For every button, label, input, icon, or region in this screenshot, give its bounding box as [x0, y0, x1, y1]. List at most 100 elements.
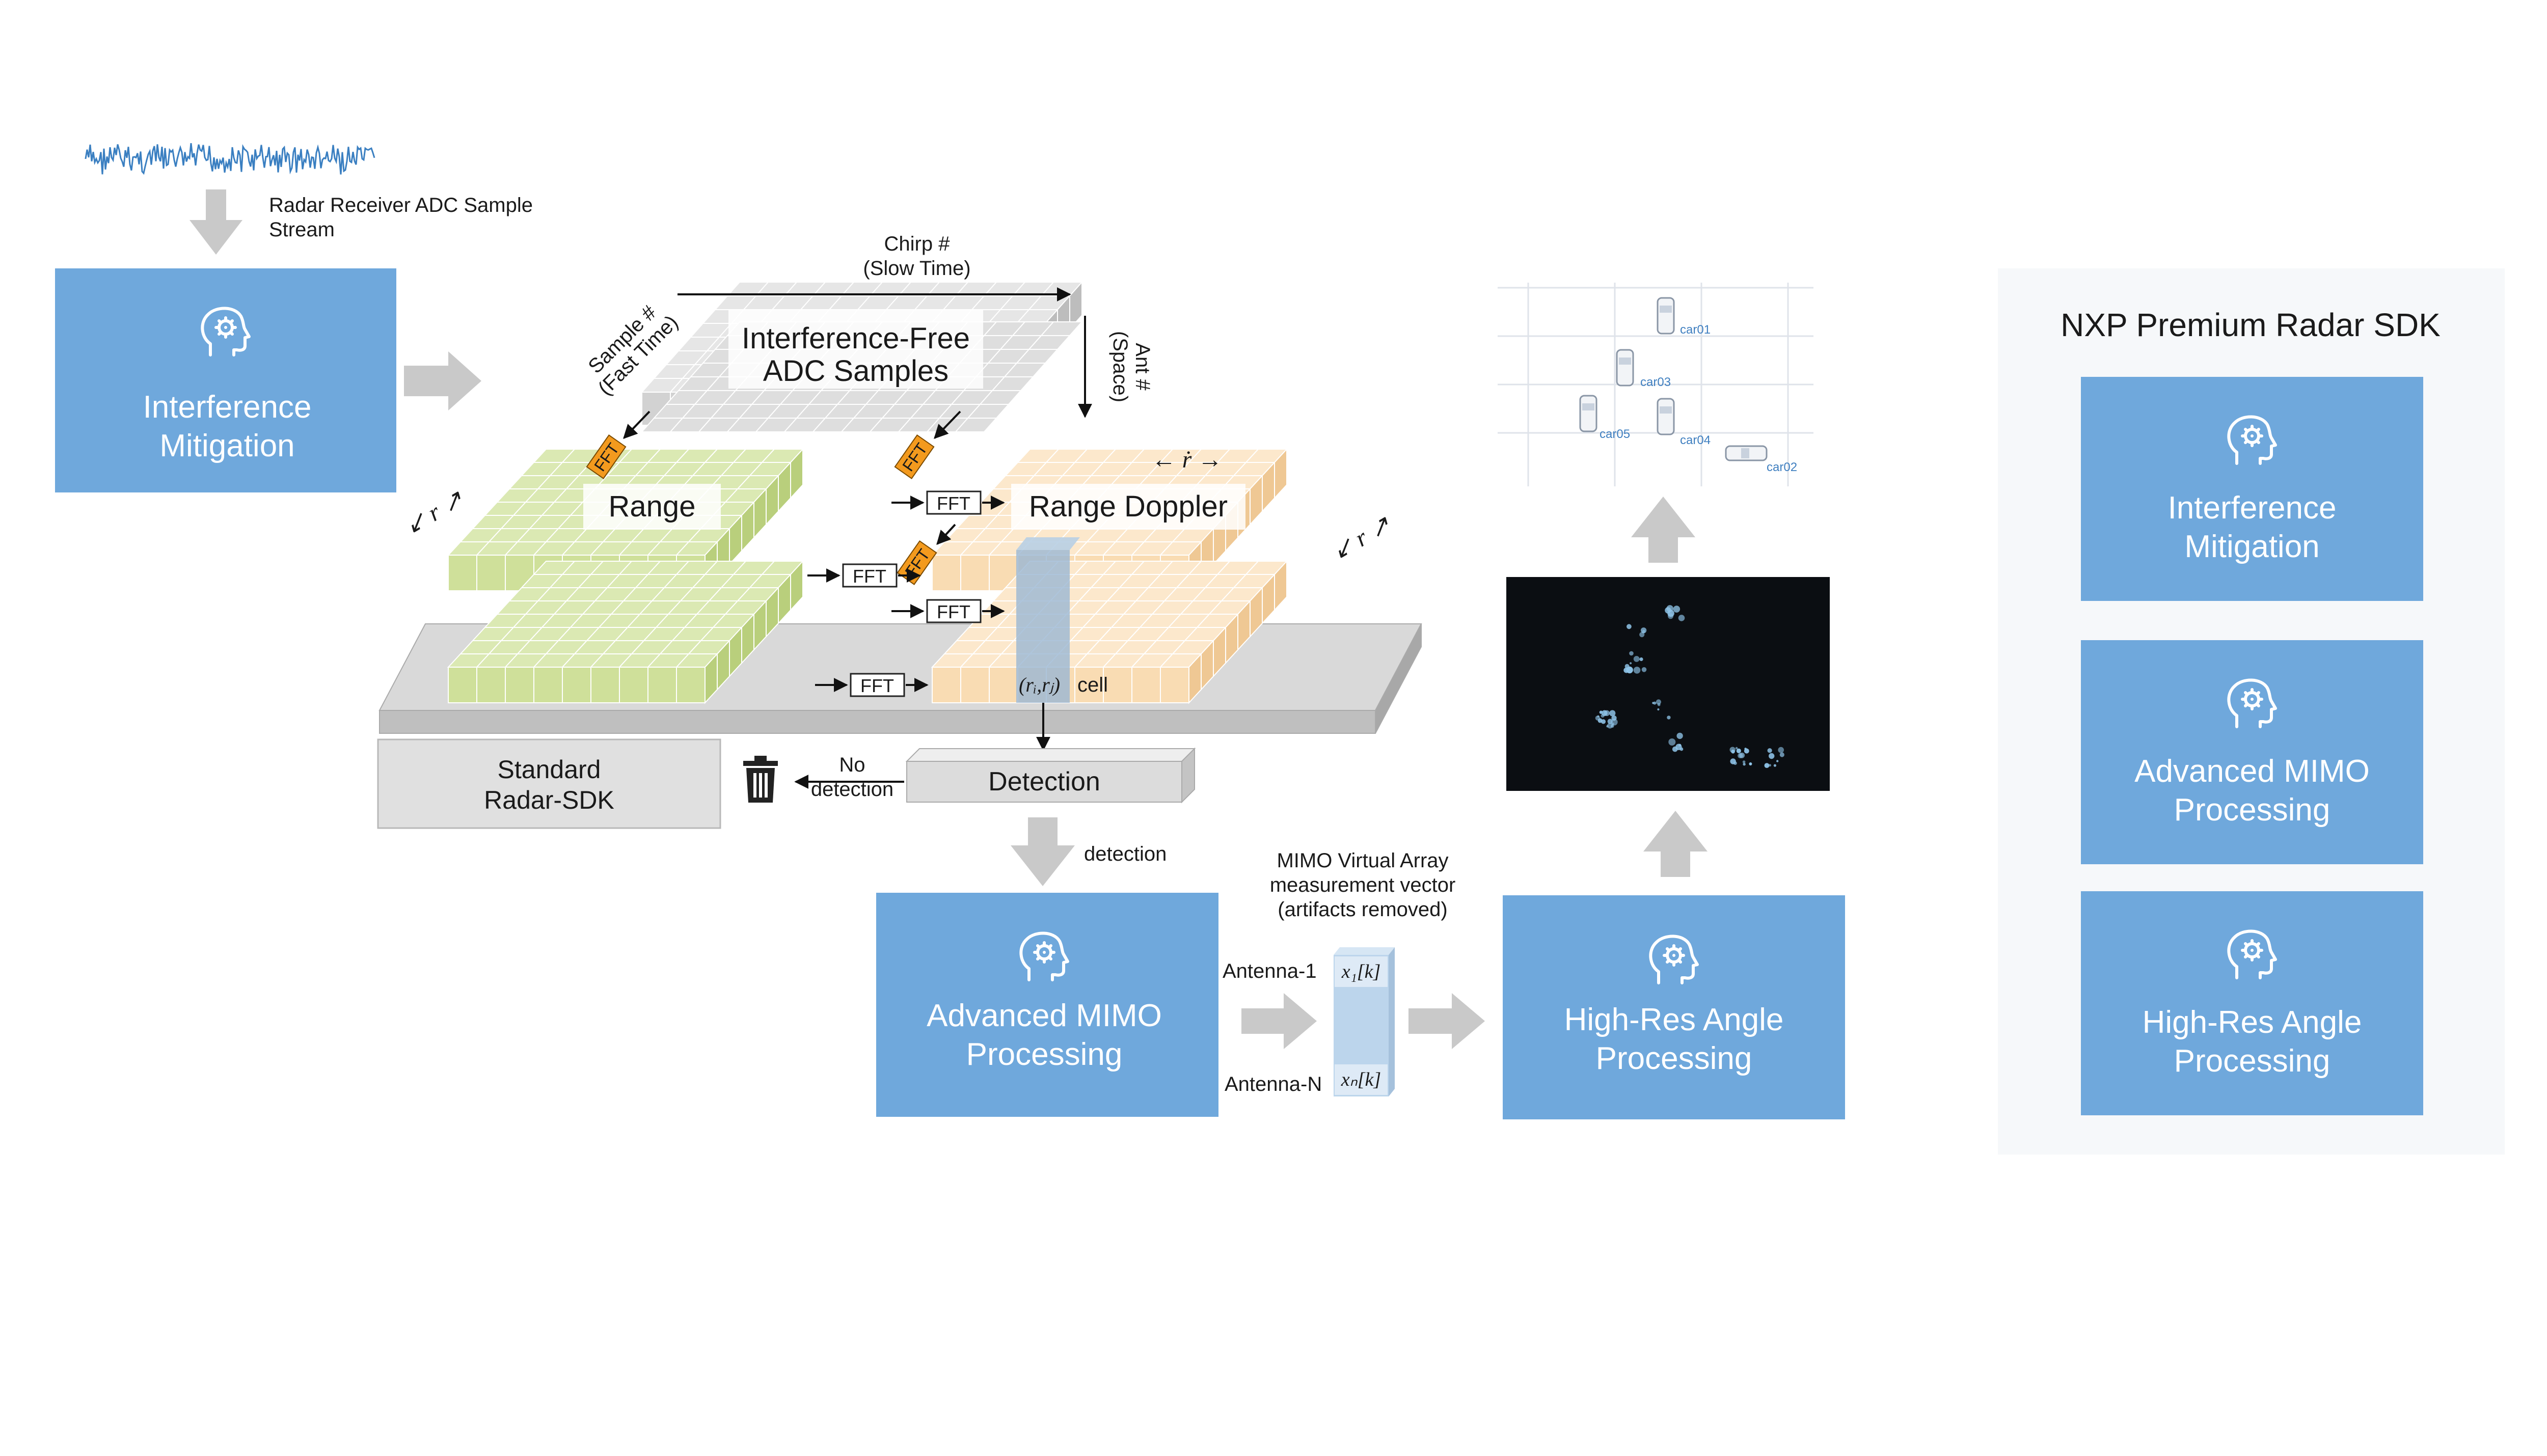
- cloud-point: [1627, 624, 1632, 629]
- detection-label: Detection: [988, 767, 1100, 796]
- cloud-point: [1735, 747, 1738, 750]
- chirp-label: Chirp #: [884, 233, 951, 255]
- car-label: car02: [1767, 460, 1797, 474]
- xn-label: xₙ[k]: [1341, 1069, 1381, 1090]
- detection-flow-label: detection: [1084, 843, 1167, 865]
- detection-down-arrow: [1011, 817, 1075, 886]
- angle-up-arrow: [1643, 811, 1708, 877]
- point-cloud-panel: [1506, 577, 1830, 791]
- vector-to-angle-arrow: [1408, 993, 1485, 1049]
- arrow-to-cube: [404, 351, 481, 410]
- x1-label: x₁[k]: [1341, 961, 1381, 982]
- car-label: car01: [1680, 323, 1711, 337]
- cloud-point: [1769, 753, 1775, 759]
- doppler-fft-tag: FFT: [815, 673, 929, 697]
- cloud-point: [1652, 702, 1655, 704]
- cloud-point: [1769, 764, 1771, 767]
- cloud-point: [1609, 710, 1616, 717]
- cloud-point: [1626, 666, 1633, 674]
- cloud-point: [1743, 763, 1746, 766]
- cloud-point: [1633, 667, 1641, 674]
- svg-text:FFT: FFT: [937, 493, 970, 514]
- cloud-point: [1668, 613, 1673, 619]
- car-model: [1579, 395, 1597, 432]
- car-label: car03: [1640, 375, 1671, 389]
- cloud-point: [1639, 657, 1643, 662]
- cloud-point: [1773, 764, 1776, 767]
- cloud-point: [1678, 615, 1685, 621]
- r-label-right: ↙ r ↗: [1327, 510, 1396, 565]
- range-fft-tag: FFT: [894, 434, 935, 479]
- r-dot-label: ← ṙ →: [1152, 446, 1223, 473]
- cloud-point: [1667, 716, 1671, 720]
- car-label: car05: [1600, 427, 1630, 441]
- scene-grid: [1498, 283, 1813, 486]
- cloud-point: [1744, 748, 1747, 750]
- nxp-sdk-title: NXP Premium Radar SDK: [2061, 307, 2441, 343]
- cloud-point: [1731, 750, 1735, 754]
- svg-text:FFT: FFT: [860, 675, 894, 696]
- cloud-point: [1672, 746, 1678, 752]
- antenna-n-label: Antenna-N: [1225, 1073, 1322, 1095]
- cloud-point: [1611, 719, 1618, 726]
- fft-input-arrow: [934, 410, 961, 439]
- doppler-fft-tag: FFT: [891, 490, 1005, 515]
- cloud-point: [1597, 718, 1603, 723]
- cloud-point: [1668, 738, 1676, 746]
- input-arrow: [189, 189, 242, 255]
- cloud-point: [1633, 656, 1640, 662]
- cloud-point: [1601, 713, 1605, 718]
- cloud-point: [1641, 667, 1647, 672]
- cloud-point: [1764, 763, 1770, 768]
- cell-column: [1016, 537, 1080, 703]
- cloud-point: [1767, 748, 1772, 753]
- r-label-left: ↙ r ↗: [400, 485, 469, 540]
- car-model: [1725, 445, 1768, 461]
- cell-math: (rᵢ,rⱼ): [1019, 673, 1060, 696]
- ant-label: Ant #: [1131, 343, 1154, 391]
- doppler-fft-tag: FFT: [891, 599, 1005, 623]
- doppler-fft-tag: FFT: [807, 563, 921, 588]
- cloud-point: [1629, 651, 1634, 656]
- detection-box: Detection: [905, 747, 1196, 804]
- cloud-point: [1779, 752, 1784, 757]
- cloud-point: [1673, 606, 1681, 613]
- measurement-vector: x₁[k] xₙ[k]: [1334, 947, 1395, 1096]
- svg-text:FFT: FFT: [853, 566, 886, 587]
- chirp-sub: (Slow Time): [863, 257, 970, 280]
- cloud-point: [1597, 715, 1600, 718]
- cloud-point: [1736, 748, 1741, 753]
- ant-sub: (Space): [1109, 331, 1131, 402]
- cloud-point: [1630, 662, 1632, 665]
- car-label: car04: [1680, 433, 1711, 447]
- cloud-point: [1778, 747, 1784, 753]
- cloud-point: [1749, 762, 1752, 765]
- fft-input-arrow: [623, 410, 651, 439]
- cloud-point: [1665, 607, 1671, 614]
- range-cube-lower: [447, 560, 804, 704]
- svg-text:FFT: FFT: [937, 601, 970, 622]
- cloud-point: [1656, 699, 1661, 705]
- cloud-point: [1607, 723, 1613, 729]
- trash-icon: [743, 756, 778, 803]
- cloud-point: [1742, 760, 1746, 763]
- cloud-point: [1676, 732, 1683, 739]
- cloud-point: [1733, 761, 1737, 765]
- cloud-point: [1739, 752, 1745, 758]
